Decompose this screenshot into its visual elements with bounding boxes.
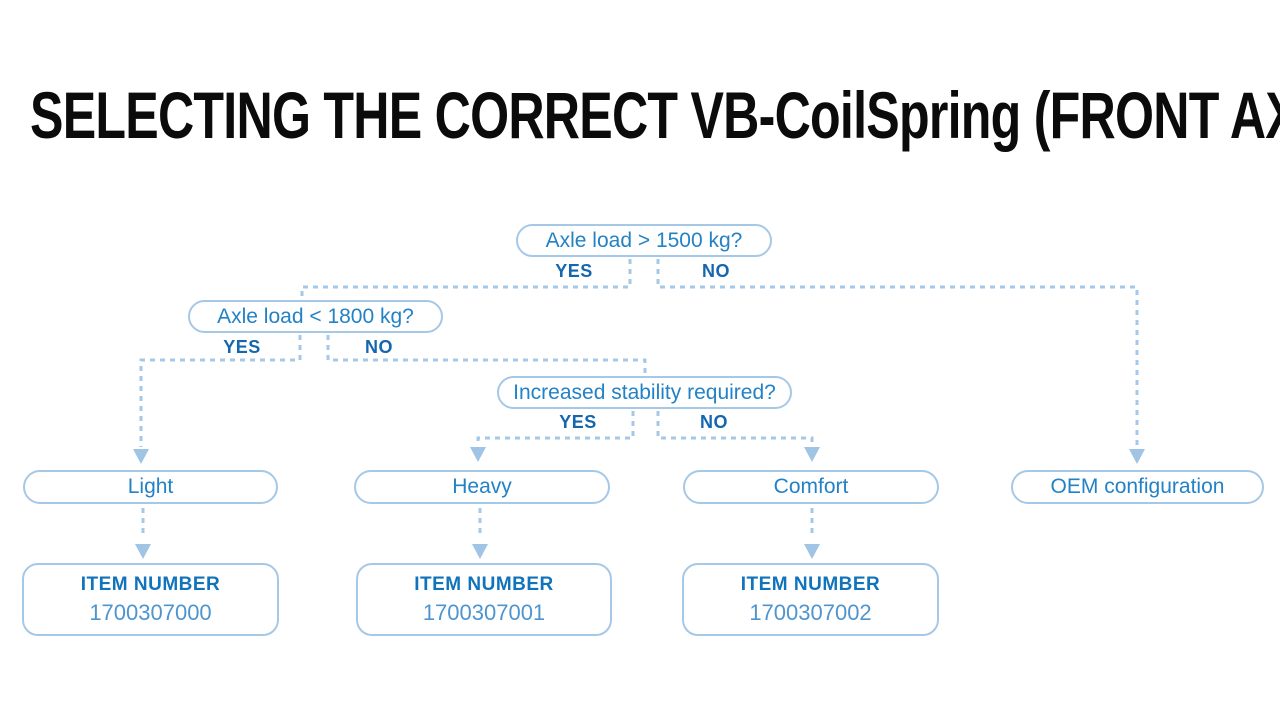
connector-d3-no	[656, 411, 814, 444]
item-number-box-heavy: ITEM NUMBER 1700307001	[356, 563, 612, 636]
item-number-heading: ITEM NUMBER	[414, 573, 554, 595]
decision-node-axle-load-1500: Axle load > 1500 kg?	[516, 224, 772, 257]
item-number-box-light: ITEM NUMBER 1700307000	[22, 563, 279, 636]
branch-label-no: NO	[700, 412, 728, 432]
connector-d2-no	[326, 335, 647, 374]
decision-node-stability: Increased stability required?	[497, 376, 792, 409]
branch-label-yes: YES	[223, 337, 261, 357]
option-node-light: Light	[23, 470, 278, 504]
decision-label: Axle load < 1800 kg?	[217, 304, 414, 328]
option-label: Light	[127, 475, 174, 498]
item-number-heading: ITEM NUMBER	[740, 573, 881, 595]
item-number-heading: ITEM NUMBER	[80, 573, 221, 595]
branch-label-no: NO	[702, 261, 730, 281]
branch-label-yes: YES	[555, 261, 593, 281]
connector-d1-no	[656, 259, 1139, 447]
arrowhead-item-2	[804, 544, 820, 559]
option-node-comfort: Comfort	[683, 470, 939, 504]
option-label: Comfort	[773, 475, 849, 498]
decision-label: Axle load > 1500 kg?	[545, 228, 743, 252]
item-number-value: 1700307002	[749, 599, 872, 625]
connector-d3-yes	[476, 411, 635, 444]
arrowhead-heavy	[470, 447, 486, 462]
item-number-value: 1700307001	[422, 599, 546, 625]
page-title: SELECTING THE CORRECT VB-CoilSpring (FRO…	[30, 78, 1280, 152]
option-label: OEM configuration	[1050, 475, 1225, 498]
connector-d1-yes	[300, 259, 632, 299]
arrowhead-light	[133, 449, 149, 464]
item-number-box-comfort: ITEM NUMBER 1700307002	[682, 563, 939, 636]
arrowhead-item-0	[135, 544, 151, 559]
connector-d2-yes	[139, 335, 302, 447]
decision-node-axle-load-1800: Axle load < 1800 kg?	[188, 300, 443, 333]
branch-label-no: NO	[365, 337, 393, 357]
arrowhead-item-1	[472, 544, 488, 559]
option-node-heavy: Heavy	[354, 470, 610, 504]
arrowhead-oem	[1129, 449, 1145, 464]
item-number-value: 1700307000	[89, 599, 212, 625]
option-node-oem-configuration: OEM configuration	[1011, 470, 1264, 504]
branch-label-yes: YES	[559, 412, 597, 432]
decision-label: Increased stability required?	[513, 380, 776, 404]
arrowhead-comfort	[804, 447, 820, 462]
option-label: Heavy	[452, 475, 512, 498]
